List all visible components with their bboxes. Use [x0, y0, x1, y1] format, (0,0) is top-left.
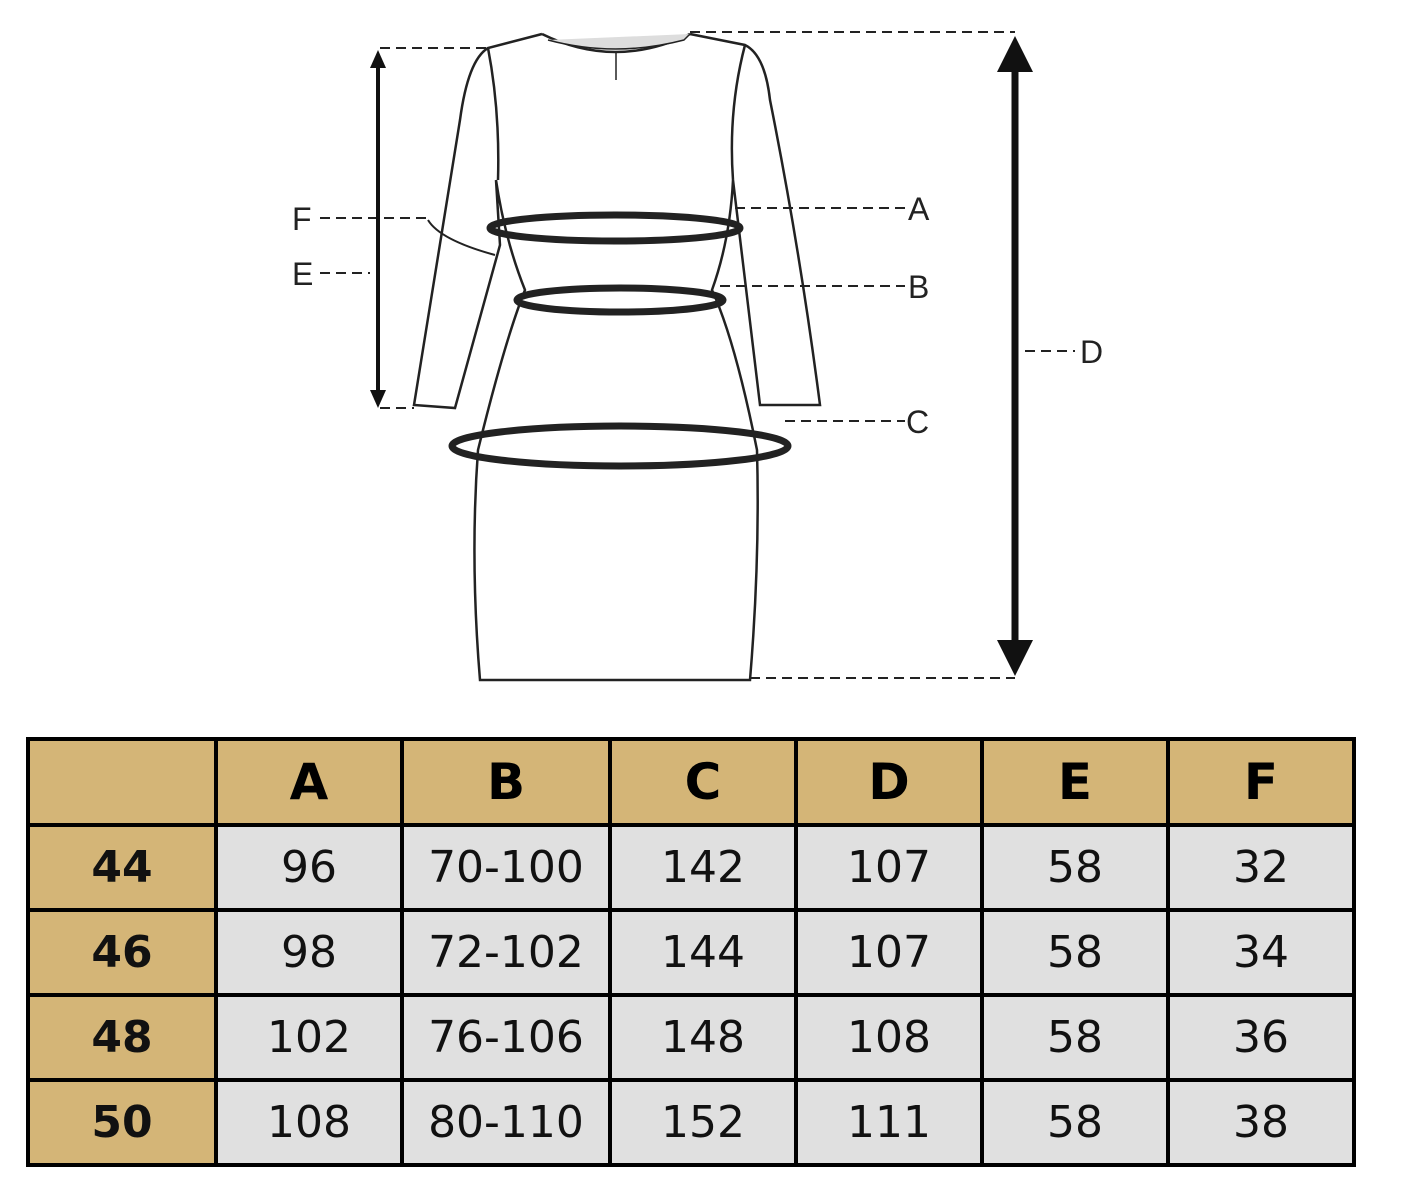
header-cell: C	[608, 737, 798, 827]
measurement-cell: 70-100	[400, 823, 612, 912]
label-e: E	[292, 256, 313, 292]
measurement-cell: 102	[214, 993, 404, 1082]
measurement-cell: 80-110	[400, 1078, 612, 1167]
label-d: D	[1080, 334, 1103, 370]
measurement-cell: 32	[1166, 823, 1356, 912]
header-cell: B	[400, 737, 612, 827]
size-cell: 48	[26, 993, 218, 1082]
label-c: C	[906, 404, 929, 440]
measurement-cell: 111	[794, 1078, 984, 1167]
measurement-cell: 108	[214, 1078, 404, 1167]
label-f: F	[292, 201, 312, 237]
size-cell: 44	[26, 823, 218, 912]
dress-outline	[412, 32, 822, 682]
measurement-cell: 142	[608, 823, 798, 912]
header-cell	[26, 737, 218, 827]
measurement-cell: 96	[214, 823, 404, 912]
measurement-cell: 108	[794, 993, 984, 1082]
measurement-cell: 107	[794, 823, 984, 912]
header-cell: E	[980, 737, 1170, 827]
header-cell: F	[1166, 737, 1356, 827]
measurement-cell: 34	[1166, 908, 1356, 997]
size-cell: 46	[26, 908, 218, 997]
size-cell: 50	[26, 1078, 218, 1167]
measurement-cell: 38	[1166, 1078, 1356, 1167]
leader-lines	[320, 31, 1075, 679]
measurement-cell: 148	[608, 993, 798, 1082]
measurement-cell: 98	[214, 908, 404, 997]
sleeve-length-arrow	[370, 50, 386, 408]
header-cell: D	[794, 737, 984, 827]
measurement-loops	[448, 211, 792, 470]
measurement-cell: 72-102	[400, 908, 612, 997]
measurement-cell: 144	[608, 908, 798, 997]
label-a: A	[908, 191, 930, 227]
header-cell: A	[214, 737, 404, 827]
measurement-cell: 58	[980, 993, 1170, 1082]
measurement-cell: 58	[980, 908, 1170, 997]
total-length-arrow	[997, 36, 1033, 676]
measurement-cell: 36	[1166, 993, 1356, 1082]
table-header-row: A B C D E F	[26, 737, 1356, 827]
measurement-cell: 58	[980, 823, 1170, 912]
measurement-cell: 58	[980, 1078, 1170, 1167]
measurement-cell: 152	[608, 1078, 798, 1167]
measurement-cell: 76-106	[400, 993, 612, 1082]
measurement-cell: 107	[794, 908, 984, 997]
dress-measurement-diagram: A B C D E F	[292, 31, 1103, 682]
label-b: B	[908, 269, 929, 305]
